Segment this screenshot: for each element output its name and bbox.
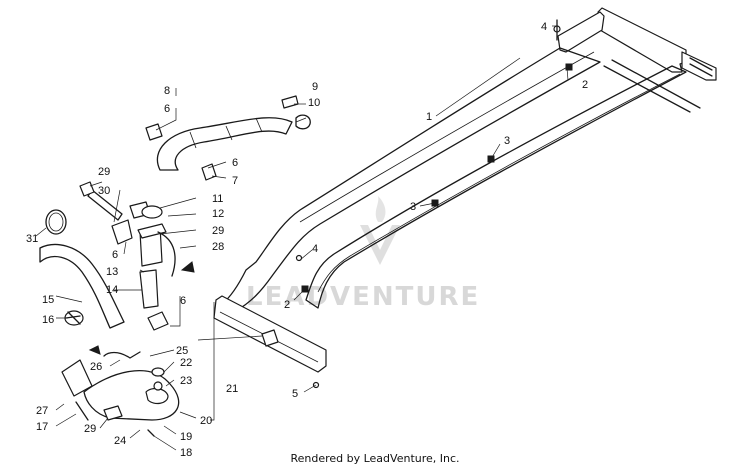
- callout-29: 29: [84, 423, 96, 435]
- leader-lines: [35, 25, 569, 451]
- callout-10: 10: [308, 97, 320, 109]
- callouts: 1 2 2 3 3 4 4 5 6 6 6 6 7 8 9 10 11 12 1…: [26, 21, 588, 459]
- callout-6: 6: [164, 103, 170, 115]
- callout-4: 4: [541, 21, 547, 33]
- watermark-brand-text: LEADVENTURE: [246, 282, 480, 312]
- callout-7: 7: [232, 175, 238, 187]
- overflow-bottle: [61, 345, 180, 437]
- frame-fasteners: [295, 19, 573, 389]
- radiator-cap-icon: [141, 205, 163, 219]
- callout-28: 28: [212, 241, 224, 253]
- upper-hose: [145, 95, 311, 181]
- callout-22: 22: [180, 357, 192, 369]
- clamp-icon: [45, 209, 67, 235]
- callout-9: 9: [312, 81, 318, 93]
- watermark-flame-icon: [375, 196, 386, 222]
- callout-5: 5: [292, 388, 298, 400]
- callout-17: 17: [36, 421, 48, 433]
- callout-30: 30: [98, 185, 110, 197]
- callout-8: 8: [164, 85, 170, 97]
- callout-24: 24: [114, 435, 126, 447]
- callout-11: 11: [212, 193, 223, 205]
- clip-icon: [565, 63, 573, 71]
- lower-hose: [39, 209, 125, 329]
- callout-29: 29: [98, 166, 110, 178]
- callout-6: 6: [232, 157, 238, 169]
- callout-16: 16: [42, 314, 54, 326]
- bottle-cap-icon: [151, 367, 165, 377]
- callout-18: 18: [180, 447, 192, 459]
- callout-25: 25: [176, 345, 188, 357]
- callout-6: 6: [180, 295, 186, 307]
- callout-23: 23: [180, 375, 192, 387]
- frame-rail: [213, 7, 717, 373]
- bolt-icon: [295, 254, 303, 262]
- callout-4: 4: [312, 243, 318, 255]
- callout-6: 6: [112, 249, 118, 261]
- callout-29: 29: [212, 225, 224, 237]
- coolant-assembly: [79, 181, 195, 331]
- callout-15: 15: [42, 294, 54, 306]
- callout-13: 13: [106, 266, 118, 278]
- callout-2: 2: [284, 299, 290, 311]
- callout-12: 12: [212, 208, 224, 220]
- callout-1: 1: [426, 111, 432, 123]
- clip-icon: [301, 285, 309, 293]
- callout-21: 21: [226, 383, 238, 395]
- callout-3: 3: [410, 201, 416, 213]
- watermark-logo-icon: [360, 225, 400, 265]
- callout-2: 2: [582, 79, 588, 91]
- callout-20: 20: [200, 415, 212, 427]
- callout-19: 19: [180, 431, 192, 443]
- callout-31: 31: [26, 233, 38, 245]
- callout-26: 26: [90, 361, 102, 373]
- callout-3: 3: [504, 135, 510, 147]
- render-credit: Rendered by LeadVenture, Inc.: [290, 452, 460, 465]
- watermark: LEADVENTURE: [246, 196, 480, 312]
- callout-14: 14: [106, 284, 118, 296]
- callout-27: 27: [36, 405, 48, 417]
